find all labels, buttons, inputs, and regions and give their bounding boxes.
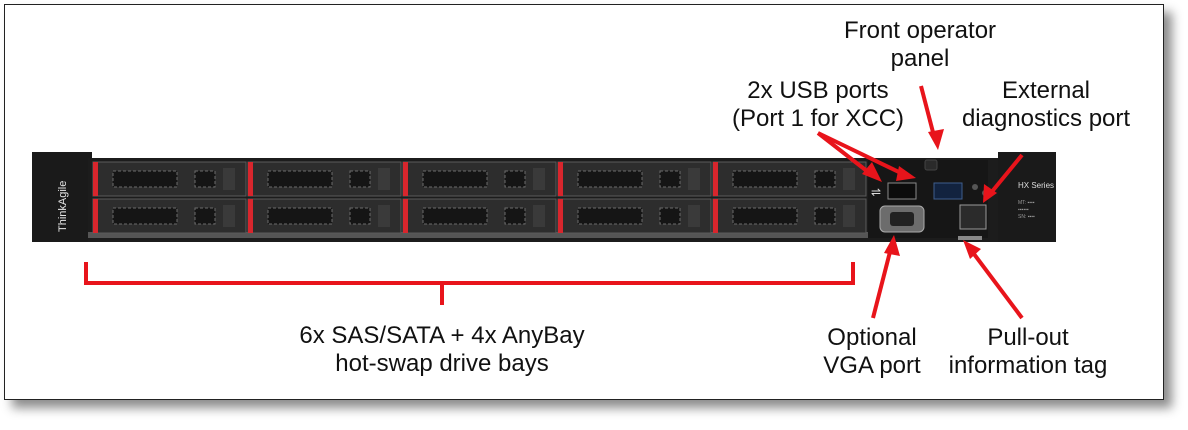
drive-bay-latch[interactable] bbox=[713, 162, 718, 196]
drive-bay-latch[interactable] bbox=[558, 162, 563, 196]
drive-bay-latch[interactable] bbox=[93, 199, 98, 233]
drive-bay-grille bbox=[194, 170, 216, 188]
serial-label-lines: MT: ▪▪▪▪▪▪▪▪▪▪SN: ▪▪▪▪ bbox=[1018, 200, 1035, 220]
drive-bay-grille bbox=[732, 207, 798, 225]
drive-bay-grille bbox=[814, 207, 836, 225]
drive-bay[interactable] bbox=[712, 198, 867, 234]
drive-bay-grille bbox=[349, 207, 371, 225]
drive-bay-grille bbox=[112, 207, 178, 225]
drive-bay[interactable] bbox=[247, 161, 402, 197]
usb-port-1[interactable] bbox=[887, 182, 917, 200]
drive-bay[interactable] bbox=[247, 198, 402, 234]
drive-bays-bracket bbox=[84, 262, 855, 285]
drive-bay-grille bbox=[194, 207, 216, 225]
drive-bay-label bbox=[378, 205, 390, 227]
information-tag-arrowhead bbox=[963, 240, 981, 259]
label-line: information tag bbox=[948, 352, 1108, 379]
drive-bay[interactable] bbox=[92, 161, 247, 197]
drive-bay-grille bbox=[504, 207, 526, 225]
drive-bay-grille bbox=[577, 207, 643, 225]
drive-bay-grille bbox=[732, 170, 798, 188]
label-line: (Port 1 for XCC) bbox=[731, 105, 905, 132]
drive-bay-latch[interactable] bbox=[713, 199, 718, 233]
drive-bay[interactable] bbox=[92, 198, 247, 234]
information-tag-arrow bbox=[969, 248, 1024, 320]
usb-icon: ⇌ bbox=[871, 185, 881, 199]
drive-bay-label bbox=[843, 205, 855, 227]
drive-bay-latch[interactable] bbox=[248, 199, 253, 233]
drive-bay-label bbox=[533, 168, 545, 190]
drive-bay-grille bbox=[112, 170, 178, 188]
usb-port-2[interactable] bbox=[933, 182, 963, 200]
usb-arrow-1 bbox=[816, 131, 874, 177]
usb-arrowhead-2 bbox=[896, 166, 916, 181]
usb-arrowhead-1 bbox=[862, 162, 882, 182]
drive-bays bbox=[92, 161, 867, 234]
vga-port-inner bbox=[890, 212, 914, 226]
drive-bay-grille bbox=[422, 170, 488, 188]
brand-logo: ThinkAgile bbox=[57, 181, 69, 232]
external-diagnostics-arrow bbox=[988, 153, 1024, 196]
drive-bay[interactable] bbox=[557, 161, 712, 197]
external-diagnostics-port[interactable] bbox=[959, 204, 987, 230]
drive-bay-grille bbox=[267, 170, 333, 188]
drive-bay[interactable] bbox=[712, 161, 867, 197]
drive-bay-grille bbox=[577, 170, 643, 188]
label-line: External bbox=[1001, 77, 1091, 104]
drive-bay-latch[interactable] bbox=[558, 199, 563, 233]
drive-bay-latch[interactable] bbox=[403, 199, 408, 233]
drive-bay[interactable] bbox=[557, 198, 712, 234]
drive-bay[interactable] bbox=[402, 161, 557, 197]
label-line: diagnostics port bbox=[961, 105, 1131, 132]
drive-bay-latch[interactable] bbox=[248, 162, 253, 196]
drive-bay-latch[interactable] bbox=[93, 162, 98, 196]
front-operator-panel-label: Front operator panel bbox=[820, 17, 1020, 73]
label-line: hot-swap drive bays bbox=[335, 350, 549, 377]
drive-bay-label bbox=[688, 168, 700, 190]
drive-bay-grille bbox=[814, 170, 836, 188]
label-line: Optional bbox=[827, 324, 917, 351]
label-line: 2x USB ports bbox=[747, 77, 889, 104]
vga-port-label: Optional VGA port bbox=[800, 324, 944, 380]
power-button[interactable] bbox=[924, 159, 938, 171]
arrowheads bbox=[862, 129, 997, 259]
usb-ports-label: 2x USB ports (Port 1 for XCC) bbox=[718, 77, 918, 133]
drive-bay-label bbox=[688, 205, 700, 227]
drive-bay-grille bbox=[267, 207, 333, 225]
drive-bay-label bbox=[223, 205, 235, 227]
information-tag-label: Pull-out information tag bbox=[938, 324, 1118, 380]
drive-bay-label bbox=[378, 168, 390, 190]
drive-bay-latch[interactable] bbox=[403, 162, 408, 196]
drive-bay-label bbox=[223, 168, 235, 190]
label-line: Front operator bbox=[843, 17, 997, 44]
vga-arrowhead bbox=[884, 235, 900, 256]
led-indicator bbox=[972, 184, 978, 190]
external-diagnostics-label: External diagnostics port bbox=[948, 77, 1144, 133]
front-operator-panel-arrow bbox=[919, 85, 937, 141]
vga-arrow bbox=[871, 243, 894, 319]
right-ear bbox=[998, 152, 1056, 242]
drive-bay-grille bbox=[659, 207, 681, 225]
label-line: 6x SAS/SATA + 4x AnyBay bbox=[299, 322, 585, 349]
drive-bay-grille bbox=[422, 207, 488, 225]
drive-bay[interactable] bbox=[402, 198, 557, 234]
usb-arrow-2 bbox=[817, 131, 906, 177]
series-label: HX Series bbox=[1018, 181, 1054, 190]
drive-bay-grille bbox=[659, 170, 681, 188]
drive-bay-grille bbox=[504, 170, 526, 188]
drive-bay-grille bbox=[349, 170, 371, 188]
information-tag[interactable] bbox=[958, 236, 982, 240]
label-line: panel bbox=[890, 45, 950, 72]
callouts bbox=[84, 85, 1024, 320]
drive-bays-label: 6x SAS/SATA + 4x AnyBay hot-swap drive b… bbox=[292, 322, 592, 378]
label-line: VGA port bbox=[823, 352, 921, 379]
drive-bay-label bbox=[843, 168, 855, 190]
left-ear bbox=[32, 152, 92, 242]
drive-bay-label bbox=[533, 205, 545, 227]
chassis-bottom-rail bbox=[88, 232, 868, 238]
front-operator-panel-arrowhead bbox=[928, 129, 944, 150]
external-diagnostics-arrowhead bbox=[983, 184, 997, 203]
label-line: Pull-out bbox=[987, 324, 1069, 351]
